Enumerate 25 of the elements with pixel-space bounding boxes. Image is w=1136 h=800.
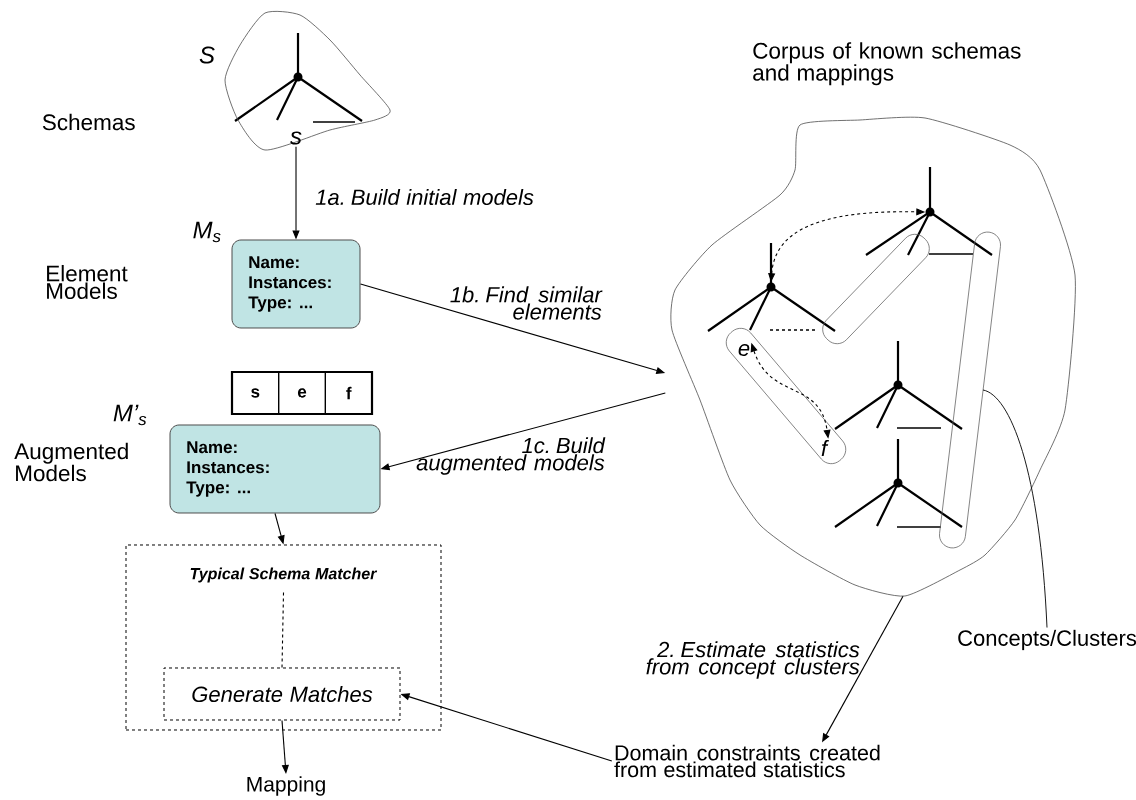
edge-label: 2. Estimate statistics from concept clusters (646, 641, 860, 679)
corpus-heading: Corpus of known schemas and mappings (753, 42, 1021, 86)
arrow (281, 719, 289, 774)
model-box: Name: Instances: Type: ... (169, 424, 381, 514)
element-label: s (290, 131, 302, 145)
side-label: Schemas (42, 113, 135, 131)
leader-line (982, 389, 1048, 628)
output-label: Mapping (247, 776, 325, 796)
edge-label: 1c. Build augmented models (416, 437, 606, 475)
element-label: e (738, 343, 750, 357)
model-symbol: M$_{s}$ (193, 221, 221, 243)
process-box: Generate Matches (163, 667, 401, 721)
edge-label: 1a. Build initial models (315, 188, 534, 206)
element-label: f (821, 440, 829, 456)
note-text: Domain constraints created from estimated statistics (614, 744, 880, 778)
cluster-band (939, 231, 1001, 549)
side-label: Element Models (47, 264, 128, 299)
model-box: Name: Instances: Type: ... (231, 239, 361, 329)
edge-label: 1b. Find similar elements (450, 286, 603, 320)
model-symbol: M’$_{s}$ (113, 404, 147, 426)
feature-vector: s e f (230, 370, 374, 416)
cluster-label: Concepts/Clusters (958, 629, 1136, 651)
side-label: Augmented Models (14, 442, 128, 482)
set-label: S (199, 46, 215, 64)
connector-line (281, 591, 285, 669)
